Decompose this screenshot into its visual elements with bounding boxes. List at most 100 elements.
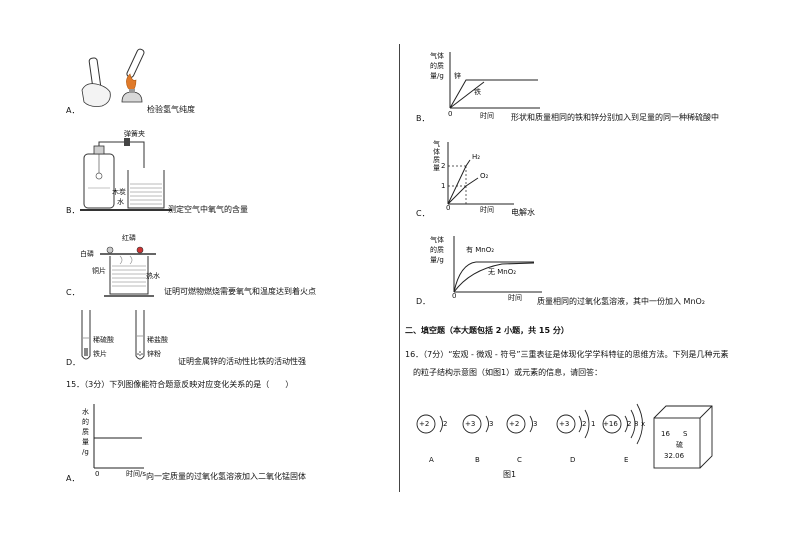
atom-e-diagram: [602, 403, 643, 445]
graph-d-ylabel-2: 量/g: [430, 256, 444, 264]
atom-a-label: A: [429, 456, 434, 464]
graph-d-xlabel: 时间: [508, 294, 522, 302]
graph-c-ylabel-3: 量: [433, 164, 440, 172]
label-clip: 弹簧夹: [124, 130, 145, 138]
label-water: 水: [117, 198, 124, 206]
item-c-caption: 证明可燃物燃烧需要氧气和温度达到着火点: [164, 287, 316, 296]
graph-c-tick-1: 1: [441, 182, 446, 190]
q15a-ylabel-0: 水: [82, 408, 89, 416]
atom-d-label: D: [570, 456, 576, 464]
label-iron-plate: 铁片: [93, 350, 107, 358]
column-divider: [399, 44, 400, 492]
graph-c-h2-label: H₂: [472, 153, 481, 161]
q15a-ylabel-2: 质: [82, 428, 89, 436]
atom-c-nucleus: +2: [509, 420, 520, 428]
graph-d-ylabel-0: 气体: [430, 236, 444, 244]
graph-d-without-mno2-curve: [453, 262, 535, 293]
graph-b-ylabel-1: 的质: [430, 62, 444, 70]
graph-d-ylabel-1: 的质: [430, 246, 444, 254]
graph-c-ylabel-2: 质: [433, 156, 440, 164]
label-dilute-sulfuric: 稀硫酸: [93, 336, 114, 344]
atom-a-nucleus: +2: [419, 420, 430, 428]
element-info-box: [653, 405, 713, 469]
graph-d-caption: 质量相同的过氧化氢溶液，其中一份加入 MnO₂: [537, 297, 706, 306]
label-charcoal: 木炭: [112, 188, 126, 196]
graph-c-o2-line: [447, 177, 479, 205]
q15-stem: 15．（3分）下列图像能符合题意反映对应变化关系的是（ ）: [66, 380, 294, 389]
label-copper-plate: 铜片: [92, 267, 106, 275]
item-b-caption: 测定空气中氧气的含量: [168, 205, 248, 214]
atom-d-shell-1: 2: [582, 420, 587, 428]
graph-c-ylabel-1: 体: [433, 148, 440, 156]
graph-c: [447, 142, 514, 205]
atom-b-label: B: [475, 456, 480, 464]
atom-e-nucleus: +16: [603, 420, 618, 428]
element-name: 硫: [676, 441, 683, 449]
atom-a-shell-1: 2: [443, 420, 448, 428]
graph-c-letter: C．: [416, 209, 430, 218]
graph-c-tick-2: 2: [441, 162, 446, 170]
atom-b-nucleus: +3: [465, 420, 476, 428]
graph-b-origin: 0: [448, 110, 453, 118]
graph-b: [449, 52, 540, 109]
q15a-graph: [93, 404, 144, 469]
atom-c-label: C: [517, 456, 522, 464]
q15a-caption: 向一定质量的过氧化氢溶液加入二氧化锰固体: [146, 472, 306, 481]
q15a-ylabel-1: 的: [82, 418, 89, 426]
graph-c-caption: 电解水: [511, 208, 535, 217]
graph-c-xlabel: 时间: [480, 206, 494, 214]
graph-d: [453, 236, 542, 293]
element-number: 16: [661, 430, 670, 438]
graph-b-iron-line: [449, 81, 485, 109]
hydrogen-test-illustration: [81, 48, 145, 107]
graph-d-origin: 0: [452, 292, 457, 300]
graph-b-caption: 形状和质量相同的铁和锌分别加入到足量的同一种稀硫酸中: [511, 113, 719, 122]
atom-e-shell-1: 2: [627, 420, 632, 428]
atom-d-diagram: [556, 409, 590, 439]
figure-caption: 图1: [503, 470, 517, 479]
graph-c-o2-label: O₂: [480, 172, 489, 180]
q15a-ylabel-4: /g: [82, 448, 89, 456]
item-c-letter: C．: [66, 288, 80, 297]
combustion-apparatus: [100, 246, 156, 297]
atom-e-shell-2: 8: [634, 420, 639, 428]
label-zinc-powder: 锌粉: [147, 350, 161, 358]
item-d-letter: D．: [66, 358, 81, 367]
graph-d-with-mno2-curve: [453, 261, 534, 293]
atom-e-label: E: [624, 456, 629, 464]
item-a-caption: 检验氢气纯度: [147, 105, 195, 114]
graph-b-zinc-label: 锌: [454, 72, 461, 80]
label-white-phosphorus: 白磷: [80, 250, 94, 258]
label-hot-water: 热水: [146, 272, 160, 280]
atom-c-diagram: [506, 414, 533, 434]
q16-line-2: 的粒子结构示意图（如图1）或元素的信息，请回答：: [413, 368, 603, 377]
graph-d-letter: D．: [416, 297, 431, 306]
graph-d-without-mno2-label: 无 MnO₂: [488, 268, 517, 276]
element-symbol: S: [683, 430, 688, 438]
item-a-letter: A．: [66, 106, 80, 115]
graph-b-zinc-line: [449, 79, 538, 109]
element-mass: 32.06: [664, 452, 685, 460]
atom-d-shell-2: 1: [591, 420, 596, 428]
atom-c-shell-1: 3: [533, 420, 538, 428]
atom-d-nucleus: +3: [559, 420, 570, 428]
oxygen-content-apparatus: [80, 138, 172, 211]
atom-b-shell-1: 3: [489, 420, 494, 428]
q16-line-1: 16．（7分）“宏观 - 微观 - 符号”三重表征是体现化学学科特征的思维方法。…: [405, 350, 729, 359]
atom-a-diagram: [416, 414, 443, 434]
graph-c-origin: 0: [446, 204, 451, 212]
atom-e-shell-x: x: [641, 420, 646, 428]
graph-b-iron-label: 铁: [474, 88, 481, 96]
graph-c-ylabel-0: 气: [433, 140, 440, 148]
graph-b-xlabel: 时间: [480, 112, 494, 120]
q15a-origin: 0: [95, 470, 100, 478]
q15a-ylabel-3: 量: [82, 438, 89, 446]
graph-d-with-mno2-label: 有 MnO₂: [466, 246, 495, 254]
q15a-letter: A．: [66, 474, 80, 483]
graph-c-h2-line: [447, 159, 471, 205]
atom-b-diagram: [462, 414, 489, 434]
graph-b-letter: B．: [416, 114, 430, 123]
q15a-xlabel: 时间/s: [126, 470, 147, 478]
item-b-letter: B．: [66, 206, 80, 215]
section-heading: 二、填空题（本大题包括 2 小题，共 15 分）: [405, 326, 569, 335]
